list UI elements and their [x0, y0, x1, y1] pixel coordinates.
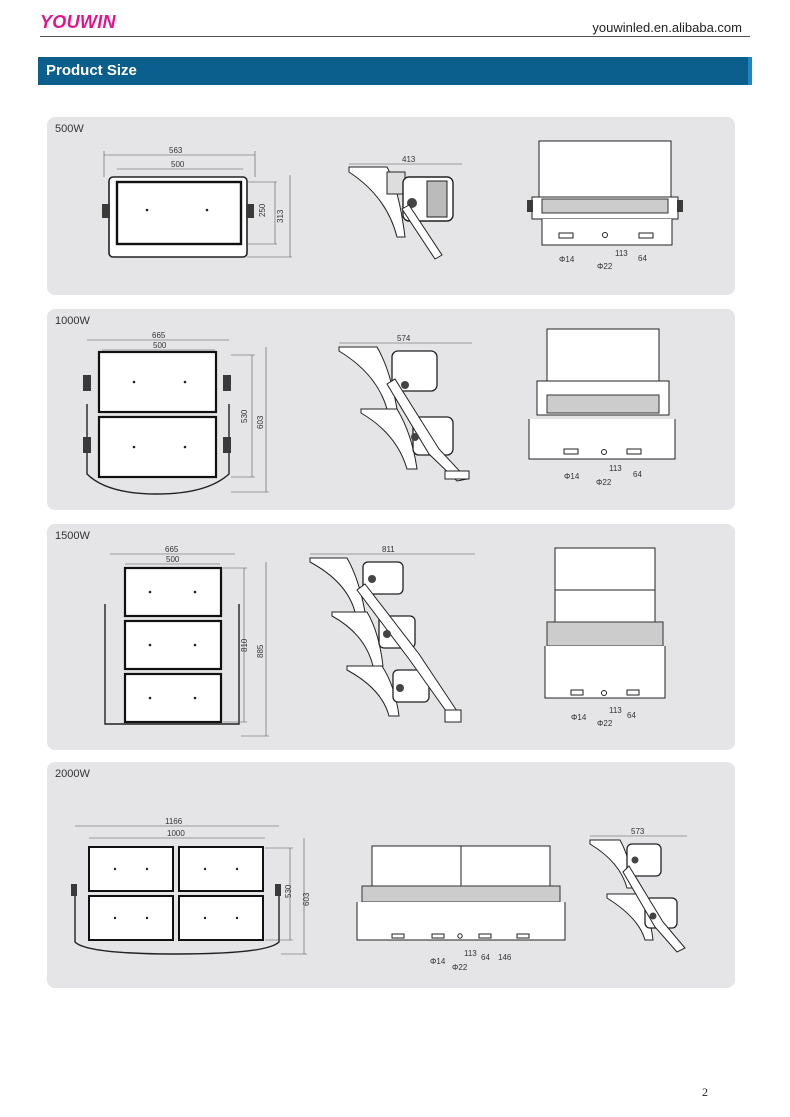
dim-slot: 64 [481, 953, 490, 962]
dim-pitch: 113 [609, 706, 622, 715]
front-view: 563 500 250 313 [102, 146, 292, 258]
dim-outer-width: 563 [169, 146, 183, 155]
dim-height-outer: 603 [256, 415, 265, 429]
panel-500w: 500W 563 500 250 313 413 [47, 117, 735, 295]
dim-pitch: 113 [464, 949, 477, 958]
side-view: 574 [338, 334, 472, 482]
dim-hole-a: Φ14 [559, 255, 575, 264]
page-number: 2 [702, 1085, 708, 1099]
dim-hole-a: Φ14 [564, 472, 580, 481]
dim-outer-width: 665 [165, 545, 179, 554]
drawing-1000w: 665 500 530 603 574 [83, 328, 676, 495]
dim-slot: 64 [638, 254, 647, 263]
brand-logo: YOUWIN [40, 12, 116, 32]
panel-label: 2000W [55, 768, 90, 780]
section-title: Product Size [46, 62, 137, 79]
dim-outer-width: 665 [152, 331, 166, 340]
back-view: Φ14 Φ22 113 64 [527, 140, 683, 271]
drawing-2000w: 1166 1000 530 603 [71, 817, 687, 972]
dim-hole-a: Φ14 [571, 713, 587, 722]
drawing-1500w: 665 500 810 885 811 [104, 545, 666, 737]
dim-hole-b: Φ22 [596, 478, 612, 487]
dim-inner-width: 1000 [167, 829, 185, 838]
dim-height-outer: 885 [256, 644, 265, 658]
back-view: Φ14 Φ22 113 64 [528, 328, 676, 487]
dim-height-inner: 810 [240, 638, 249, 652]
dim-height-outer: 603 [302, 892, 311, 906]
panel-label: 500W [55, 123, 84, 135]
dim-hole-b: Φ22 [597, 719, 613, 728]
front-view: 1166 1000 530 603 [71, 817, 311, 955]
dim-slot-2: 146 [498, 953, 512, 962]
panel-label: 1500W [55, 530, 90, 542]
front-view: 665 500 530 603 [83, 331, 269, 495]
side-view: 413 [348, 155, 462, 260]
section-header: Product Size [38, 57, 752, 85]
header-rule [40, 36, 750, 37]
front-view: 665 500 810 885 [104, 545, 269, 737]
dim-slot: 64 [633, 470, 642, 479]
panel-1500w: 1500W 665 500 810 885 811 [47, 524, 735, 750]
dim-hole-a: Φ14 [430, 957, 446, 966]
dim-height-inner: 530 [284, 884, 293, 898]
dim-slot: 64 [627, 711, 636, 720]
dim-outer-width: 1166 [165, 817, 183, 826]
dim-pitch: 113 [615, 249, 628, 258]
back-view: Φ14 Φ22 113 64 146 [356, 845, 566, 972]
dim-height-inner: 530 [240, 409, 249, 423]
panel-label: 1000W [55, 315, 90, 327]
dim-depth: 574 [397, 334, 411, 343]
drawing-500w: 563 500 250 313 413 [102, 140, 683, 271]
dim-height-outer: 313 [276, 209, 285, 223]
back-view: Φ14 Φ22 113 64 [544, 547, 666, 728]
dim-inner-width: 500 [171, 160, 185, 169]
panel-1000w: 1000W 665 500 530 603 574 [47, 309, 735, 510]
panel-2000w: 2000W 1166 1000 530 603 [47, 762, 735, 988]
dim-hole-b: Φ22 [597, 262, 613, 271]
site-url: youwinled.en.alibaba.com [592, 20, 742, 35]
dim-depth: 811 [382, 545, 395, 554]
dim-height-inner: 250 [258, 203, 267, 217]
dim-depth: 413 [402, 155, 416, 164]
dim-hole-b: Φ22 [452, 963, 468, 972]
dim-inner-width: 500 [166, 555, 180, 564]
dim-depth: 573 [631, 827, 645, 836]
side-view: 573 [589, 827, 687, 953]
dim-pitch: 113 [609, 464, 622, 473]
dim-inner-width: 500 [153, 341, 167, 350]
side-view: 811 [309, 545, 475, 723]
